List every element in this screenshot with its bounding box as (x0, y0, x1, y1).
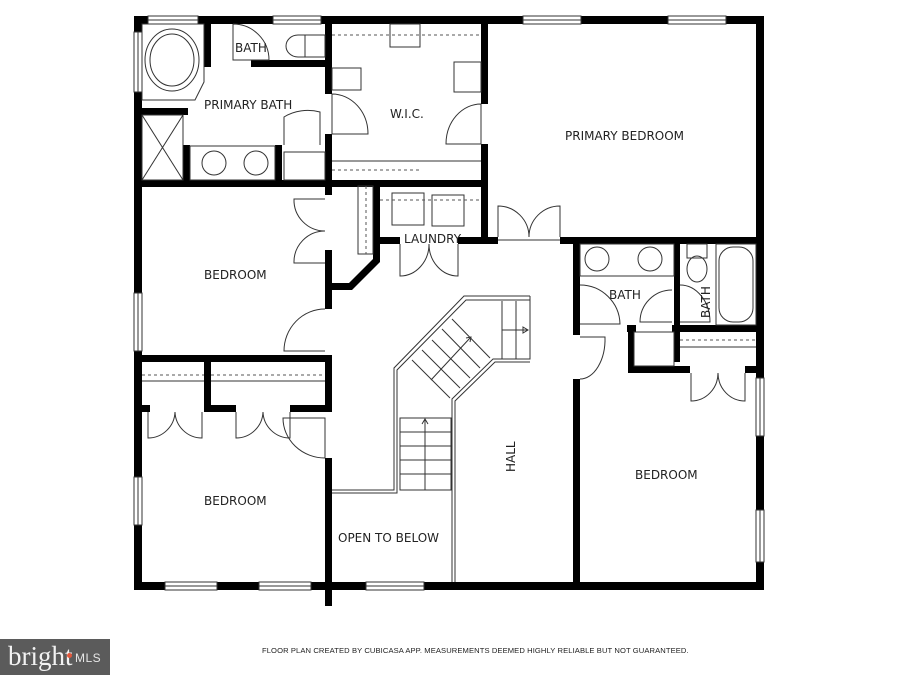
room-label-open-to-below: OPEN TO BELOW (338, 531, 439, 545)
floor-plan-disclaimer: FLOOR PLAN CREATED BY CUBICASA APP. MEAS… (262, 646, 689, 655)
room-label-bath-3: BATH (699, 286, 713, 318)
room-label-hall: HALL (504, 441, 518, 472)
bright-mls-logo: bright MLS (0, 639, 110, 675)
room-label-bath-2: BATH (609, 288, 641, 302)
logo-suffix-text: MLS (75, 651, 102, 665)
room-label-bedroom-3: BEDROOM (204, 494, 267, 508)
room-label-bedroom-2: BEDROOM (635, 468, 698, 482)
logo-brand-text: bright (8, 641, 73, 671)
room-label-primary-bath: PRIMARY BATH (204, 98, 292, 112)
room-label-primary-bedroom: PRIMARY BEDROOM (565, 129, 684, 143)
door-openings (150, 60, 745, 458)
door-swings (147, 23, 746, 459)
fixtures (141, 23, 757, 382)
room-labels: BATH PRIMARY BATH W.I.C. PRIMARY BEDROOM… (204, 41, 713, 545)
staircase (332, 295, 531, 582)
logo-accent-dot (67, 653, 72, 658)
room-label-bath-1: BATH (235, 41, 267, 55)
room-label-wic: W.I.C. (390, 107, 424, 121)
room-label-laundry: LAUNDRY (404, 232, 462, 246)
room-label-bedroom-1: BEDROOM (204, 268, 267, 282)
